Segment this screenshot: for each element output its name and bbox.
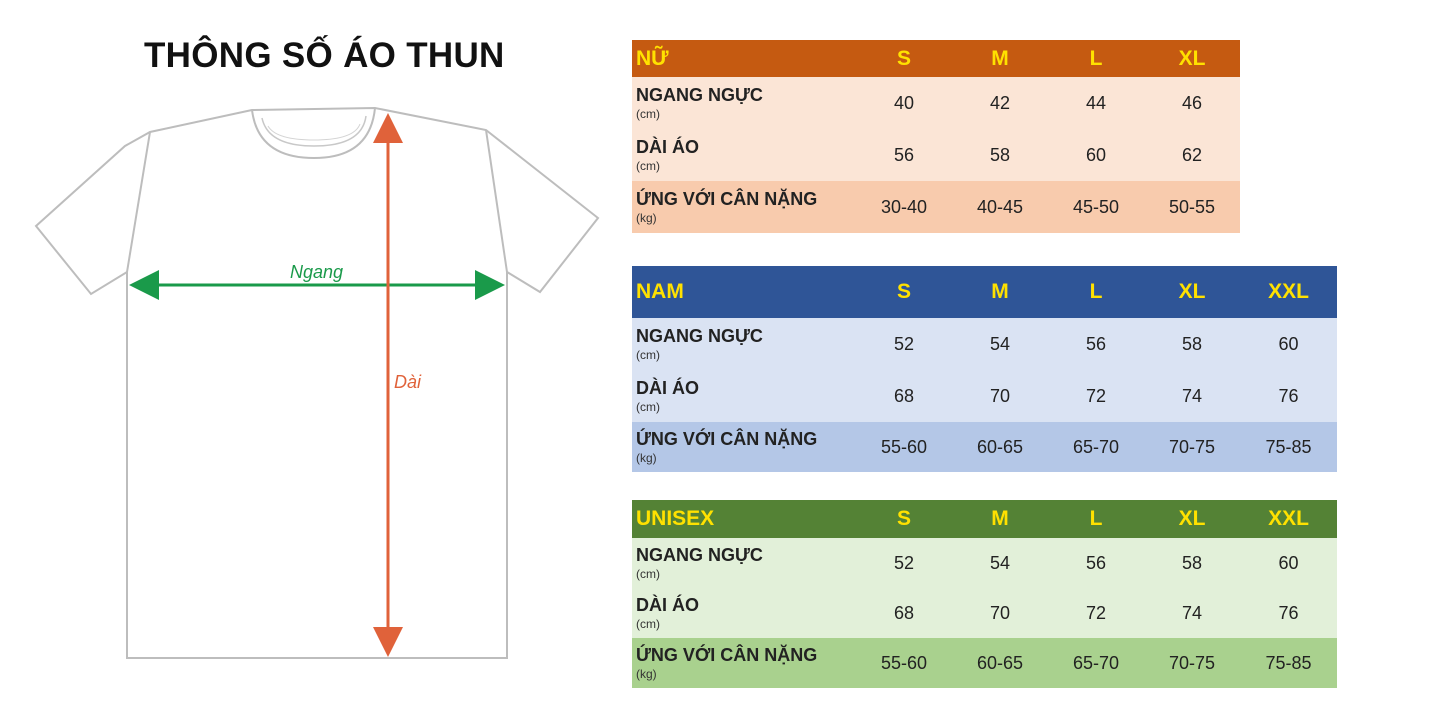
- table-cell: 70-75: [1144, 638, 1240, 688]
- size-header: M: [952, 40, 1048, 77]
- table-cell: 52: [856, 538, 952, 588]
- table-row: DÀI ÁO(cm) 68 70 72 74 76: [632, 588, 1337, 638]
- table-cell: 70: [952, 588, 1048, 638]
- table-cell: 60-65: [952, 638, 1048, 688]
- table-title: NỮ: [632, 40, 856, 77]
- table-row: NGANG NGỰC(cm) 52 54 56 58 60: [632, 318, 1337, 370]
- size-header: M: [952, 266, 1048, 318]
- table-cell: 52: [856, 318, 952, 370]
- tshirt-collar: [251, 107, 376, 160]
- table-title: NAM: [632, 266, 856, 318]
- table-cell: 42: [952, 77, 1048, 129]
- tshirt-right-seam: [485, 129, 508, 273]
- table-cell: 76: [1240, 370, 1337, 422]
- table-cell: 46: [1144, 77, 1240, 129]
- table-cell: 30-40: [856, 181, 952, 233]
- table-row: ỨNG VỚI CÂN NẶNG(kg) 55-60 60-65 65-70 7…: [632, 638, 1337, 688]
- table-cell: 40-45: [952, 181, 1048, 233]
- size-table-unisex: UNISEX S M L XL XXL NGANG NGỰC(cm) 52 54…: [632, 500, 1337, 688]
- size-header: XXL: [1240, 266, 1337, 318]
- table-row: ỨNG VỚI CÂN NẶNG(kg) 30-40 40-45 45-50 5…: [632, 181, 1240, 233]
- tshirt-collar-inner-2: [267, 123, 361, 141]
- row-label: ỨNG VỚI CÂN NẶNG(kg): [632, 422, 856, 472]
- table-cell: 62: [1144, 129, 1240, 181]
- size-header: L: [1048, 40, 1144, 77]
- table-cell: 75-85: [1240, 422, 1337, 472]
- tshirt-collar-inner: [261, 115, 367, 147]
- table-row: NGANG NGỰC(cm) 40 42 44 46: [632, 77, 1240, 129]
- size-header: M: [952, 500, 1048, 538]
- table-cell: 56: [1048, 538, 1144, 588]
- size-header: XL: [1144, 500, 1240, 538]
- table-header-row: UNISEX S M L XL XXL: [632, 500, 1337, 538]
- tshirt-diagram: Ngang Dài: [34, 106, 600, 659]
- tshirt-outline: [34, 106, 600, 659]
- tshirt-left-seam: [126, 131, 151, 273]
- table-cell: 56: [1048, 318, 1144, 370]
- table-cell: 60-65: [952, 422, 1048, 472]
- table-cell: 56: [856, 129, 952, 181]
- table-row: DÀI ÁO(cm) 56 58 60 62: [632, 129, 1240, 181]
- table-header-row: NỮ S M L XL: [632, 40, 1240, 77]
- table-cell: 60: [1048, 129, 1144, 181]
- table-title: UNISEX: [632, 500, 856, 538]
- size-header: S: [856, 40, 952, 77]
- size-header: L: [1048, 500, 1144, 538]
- table-cell: 68: [856, 370, 952, 422]
- row-label: DÀI ÁO(cm): [632, 129, 856, 181]
- table-cell: 54: [952, 538, 1048, 588]
- table-cell: 60: [1240, 538, 1337, 588]
- table-cell: 70-75: [1144, 422, 1240, 472]
- table-header-row: NAM S M L XL XXL: [632, 266, 1337, 318]
- table-cell: 72: [1048, 370, 1144, 422]
- table-cell: 55-60: [856, 422, 952, 472]
- size-header: XXL: [1240, 500, 1337, 538]
- table-row: NGANG NGỰC(cm) 52 54 56 58 60: [632, 538, 1337, 588]
- table-cell: 44: [1048, 77, 1144, 129]
- table-cell: 58: [1144, 318, 1240, 370]
- size-table-men: NAM S M L XL XXL NGANG NGỰC(cm) 52 54 56…: [632, 266, 1337, 472]
- table-cell: 65-70: [1048, 638, 1144, 688]
- size-header: S: [856, 266, 952, 318]
- table-cell: 58: [1144, 538, 1240, 588]
- table-cell: 58: [952, 129, 1048, 181]
- table-cell: 68: [856, 588, 952, 638]
- row-label: NGANG NGỰC(cm): [632, 318, 856, 370]
- row-label: NGANG NGỰC(cm): [632, 77, 856, 129]
- page-title: THÔNG SỐ ÁO THUN: [144, 36, 505, 75]
- table-cell: 54: [952, 318, 1048, 370]
- row-label: DÀI ÁO(cm): [632, 370, 856, 422]
- table-cell: 74: [1144, 370, 1240, 422]
- table-cell: 72: [1048, 588, 1144, 638]
- size-table-women: NỮ S M L XL NGANG NGỰC(cm) 40 42 44 46 D…: [632, 40, 1240, 233]
- table-cell: 65-70: [1048, 422, 1144, 472]
- table-cell: 75-85: [1240, 638, 1337, 688]
- row-label: ỨNG VỚI CÂN NẶNG(kg): [632, 638, 856, 688]
- size-header: XL: [1144, 40, 1240, 77]
- table-cell: 45-50: [1048, 181, 1144, 233]
- width-label: Ngang: [290, 262, 343, 282]
- row-label: DÀI ÁO(cm): [632, 588, 856, 638]
- table-cell: 70: [952, 370, 1048, 422]
- table-row: DÀI ÁO(cm) 68 70 72 74 76: [632, 370, 1337, 422]
- table-cell: 50-55: [1144, 181, 1240, 233]
- row-label: ỨNG VỚI CÂN NẶNG(kg): [632, 181, 856, 233]
- size-header: S: [856, 500, 952, 538]
- size-header: L: [1048, 266, 1144, 318]
- size-header: XL: [1144, 266, 1240, 318]
- table-cell: 40: [856, 77, 952, 129]
- length-label: Dài: [394, 372, 422, 392]
- table-cell: 74: [1144, 588, 1240, 638]
- table-row: ỨNG VỚI CÂN NẶNG(kg) 55-60 60-65 65-70 7…: [632, 422, 1337, 472]
- row-label: NGANG NGỰC(cm): [632, 538, 856, 588]
- table-cell: 76: [1240, 588, 1337, 638]
- table-cell: 60: [1240, 318, 1337, 370]
- table-cell: 55-60: [856, 638, 952, 688]
